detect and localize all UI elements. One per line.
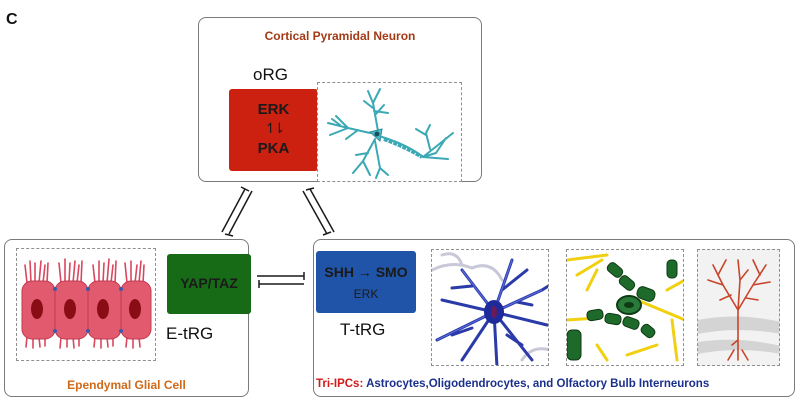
e-trg-label: E-tRG xyxy=(166,324,214,343)
top-box-title: Cortical Pyramidal Neuron xyxy=(264,29,416,43)
reversible-arrows-icon: ↿⇂ xyxy=(264,120,285,136)
yap-taz-label: YAP/TAZ xyxy=(180,275,238,291)
pka-label: PKA xyxy=(257,140,290,157)
olfactory-interneuron-icon xyxy=(698,259,779,361)
erk-label: ERK xyxy=(257,101,290,118)
erk-pka-signal-box: ERK ↿⇂ PKA xyxy=(229,89,318,171)
panel-label: C xyxy=(6,11,18,28)
yap-taz-signal-box: YAP/TAZ xyxy=(167,254,251,314)
erk-label-blue: ERK xyxy=(353,287,379,301)
ependymal-caption: Ependymal Glial Cell xyxy=(67,378,186,392)
tri-ipcs-caption: Tri-IPCs: Astrocytes,Oligodendrocytes, a… xyxy=(314,378,794,390)
tri-ipcs-cell-types: Astrocytes,Oligodendrocytes, and Olfacto… xyxy=(363,378,710,390)
astrocyte-icon xyxy=(432,252,548,365)
shh-smo-signal-box: SHH → SMO ERK xyxy=(316,251,416,313)
cortical-pyramidal-neuron-box: Cortical Pyramidal Neuron oRG ERK ↿⇂ PKA xyxy=(198,17,482,182)
pyramidal-neuron-icon xyxy=(327,88,454,179)
oligodendrocyte-image xyxy=(566,249,684,366)
tri-ipcs-box: SHH → SMO ERK T-tRG xyxy=(313,239,795,397)
top-left-inhibition-connector xyxy=(221,186,253,237)
oligodendrocyte-icon xyxy=(567,253,683,362)
left-right-inhibition-connector xyxy=(257,272,305,288)
astrocyte-image xyxy=(431,249,549,366)
t-trg-label: T-tRG xyxy=(340,320,386,339)
shh-smo-label: SHH → SMO xyxy=(324,264,408,280)
ependymal-cells-image xyxy=(16,248,156,361)
tri-ipcs-prefix: Tri-IPCs: xyxy=(316,378,364,390)
pyramidal-neuron-image xyxy=(317,82,462,182)
olfactory-interneuron-image xyxy=(697,249,780,366)
ependymal-glial-cell-box: YAP/TAZ E-tRG Ependymal Glial Cell xyxy=(4,239,251,397)
top-right-inhibition-connector xyxy=(302,187,335,236)
ependymal-cells-icon xyxy=(21,258,152,349)
org-label: oRG xyxy=(253,65,288,84)
